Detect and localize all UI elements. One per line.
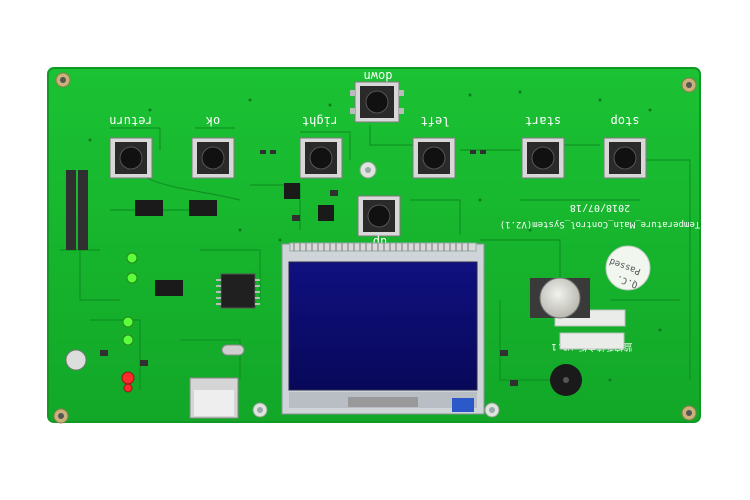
label-date: 2018/07/18	[570, 202, 630, 213]
lcd-screen	[288, 261, 478, 391]
label-stop: stop	[611, 114, 640, 128]
return-button[interactable]	[109, 137, 153, 179]
label-ok: ok	[205, 114, 220, 128]
mounting-hole-icon	[681, 405, 697, 421]
leds	[121, 252, 138, 393]
led-red-icon	[123, 383, 133, 393]
label-down: down	[364, 69, 393, 83]
up-button[interactable]	[357, 195, 401, 237]
pin-header-icon	[66, 170, 88, 250]
mounting-hole-icon	[55, 72, 71, 88]
led-red-icon	[121, 371, 135, 385]
qc-sticker: Q.C. Passed	[605, 245, 651, 291]
mounting-holes	[53, 72, 697, 424]
label-left: left	[421, 114, 450, 128]
ok-button[interactable]	[191, 137, 235, 179]
left-button[interactable]	[412, 137, 456, 179]
start-button[interactable]	[521, 137, 565, 179]
mounting-hole-icon	[484, 402, 500, 418]
ic-chip-icon	[135, 183, 334, 296]
led-green-icon	[122, 316, 134, 328]
label-start: start	[525, 114, 561, 128]
chips	[66, 150, 590, 419]
sd-card-slot-icon	[189, 377, 239, 419]
label-right: right	[302, 114, 338, 128]
right-button[interactable]	[299, 137, 343, 179]
down-button[interactable]	[350, 81, 404, 123]
mounting-hole-icon	[53, 408, 69, 424]
coin-battery-icon	[530, 277, 590, 319]
led-green-icon	[122, 334, 134, 346]
lcd-module	[281, 242, 485, 415]
mounting-hole-icon	[359, 161, 377, 179]
button-row	[109, 81, 647, 237]
label-board-title: Temperature_Main_Control_System(V2.1)	[500, 219, 700, 229]
mounting-hole-icon	[681, 77, 697, 93]
mounting-hole-icon	[252, 402, 268, 418]
led-green-icon	[126, 272, 138, 284]
led-green-icon	[126, 252, 138, 264]
capacitor-icon	[65, 349, 87, 371]
stop-button[interactable]	[603, 137, 647, 179]
label-return: return	[109, 114, 152, 128]
buzzer-icon	[550, 364, 582, 396]
microcontroller-icon	[216, 273, 260, 309]
